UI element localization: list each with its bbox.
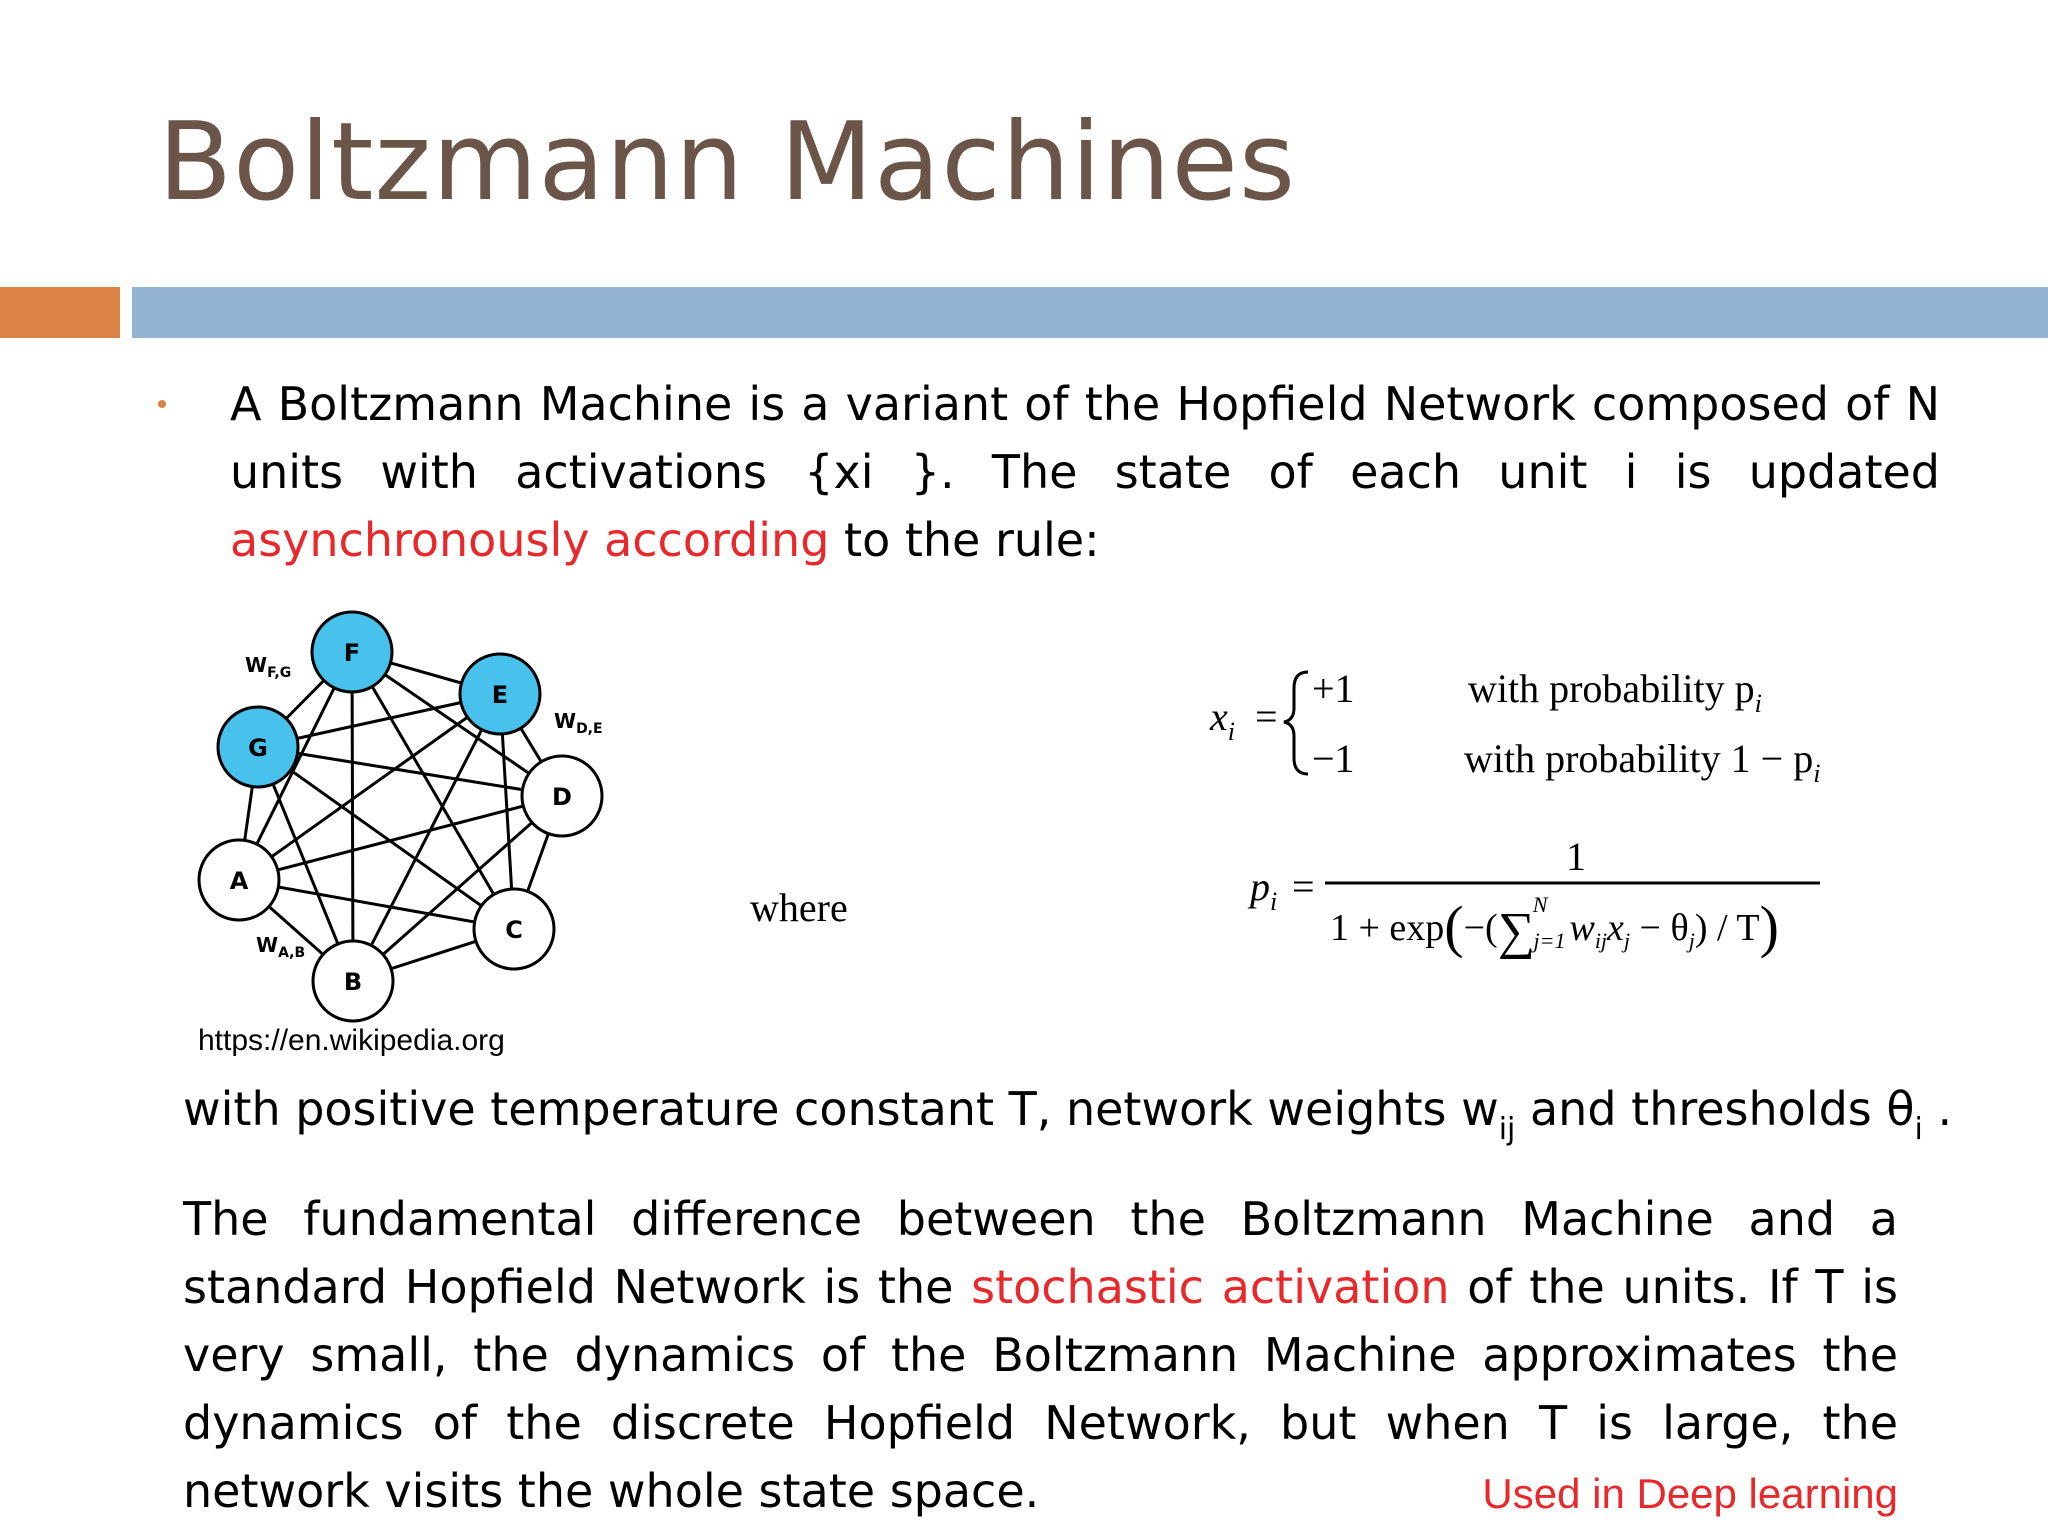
node-g (216, 705, 300, 789)
node-label-e: E (492, 681, 508, 709)
node-d (520, 754, 604, 838)
eq-pi-lhs: pi (1247, 864, 1277, 916)
node-label-g: G (248, 734, 268, 762)
node-e (458, 652, 542, 736)
weight-label-ab: WA,B (256, 933, 305, 961)
node-label-f: F (344, 639, 360, 667)
eq-numerator: 1 (1566, 834, 1586, 879)
footnote-deep-learning: Used in Deep learning (1482, 1470, 1898, 1517)
eq-case2-val: −1 (1312, 736, 1355, 781)
slide-title: Boltzmann Machines (158, 100, 1297, 225)
weight-label-fg: WF,G (245, 653, 291, 681)
title-accent-bar-orange (0, 287, 120, 338)
eq-xi-equals: = (1255, 694, 1278, 739)
paragraph-temperature: with positive temperature constant T, ne… (183, 1075, 1952, 1164)
network-edges (237, 650, 564, 983)
temp-text-c: . (1922, 1082, 1953, 1136)
weight-label-de: WD,E (554, 709, 603, 737)
diff-text-b: of the units. If T is very small, the dy… (183, 1260, 1898, 1518)
node-label-c: C (505, 916, 523, 944)
node-c (472, 887, 556, 971)
diff-text-a: The fundamental difference between the B… (183, 1192, 1898, 1314)
temp-sub-i: i (1914, 1112, 1923, 1147)
temp-text-a: with positive temperature constant T, ne… (183, 1082, 1499, 1136)
eq-case2-text: with probability 1 − pi (1464, 736, 1820, 788)
diff-highlight: stochastic activation (971, 1260, 1450, 1314)
temp-text-b: and thresholds θ (1515, 1082, 1915, 1136)
paragraph-intro: A Boltzmann Machine is a variant of the … (230, 370, 1940, 574)
eq-case1-text: with probability pi (1468, 666, 1762, 718)
equations: xi = +1 −1 with probability pi with prob… (1209, 666, 1820, 960)
boltzmann-network-diagram: F E G D A C B WF,G WD,E WA,B (197, 610, 604, 1023)
eq-xi-lhs: xi (1209, 694, 1235, 746)
node-label-a: A (230, 867, 249, 895)
eq-case1-val: +1 (1312, 666, 1355, 711)
node-label-b: B (344, 968, 362, 996)
where-label: where (750, 885, 848, 930)
node-label-d: D (552, 783, 572, 811)
node-a (197, 838, 281, 922)
temp-sub-ij: ij (1498, 1112, 1516, 1147)
paragraph-difference: The fundamental difference between the B… (183, 1185, 1898, 1525)
title-accent-bar-blue (132, 287, 2048, 338)
intro-highlight: asynchronously according (230, 513, 830, 567)
intro-text-a: A Boltzmann Machine is a variant of the … (230, 377, 1940, 499)
node-f (310, 610, 394, 694)
eq-brace (1283, 670, 1309, 776)
figure-source: https://en.wikipedia.org (198, 1024, 505, 1057)
eq-pi-equals: = (1292, 864, 1315, 909)
node-b (311, 939, 395, 1023)
intro-text-b: to the rule: (829, 513, 1100, 567)
bullet-dot (158, 400, 166, 408)
